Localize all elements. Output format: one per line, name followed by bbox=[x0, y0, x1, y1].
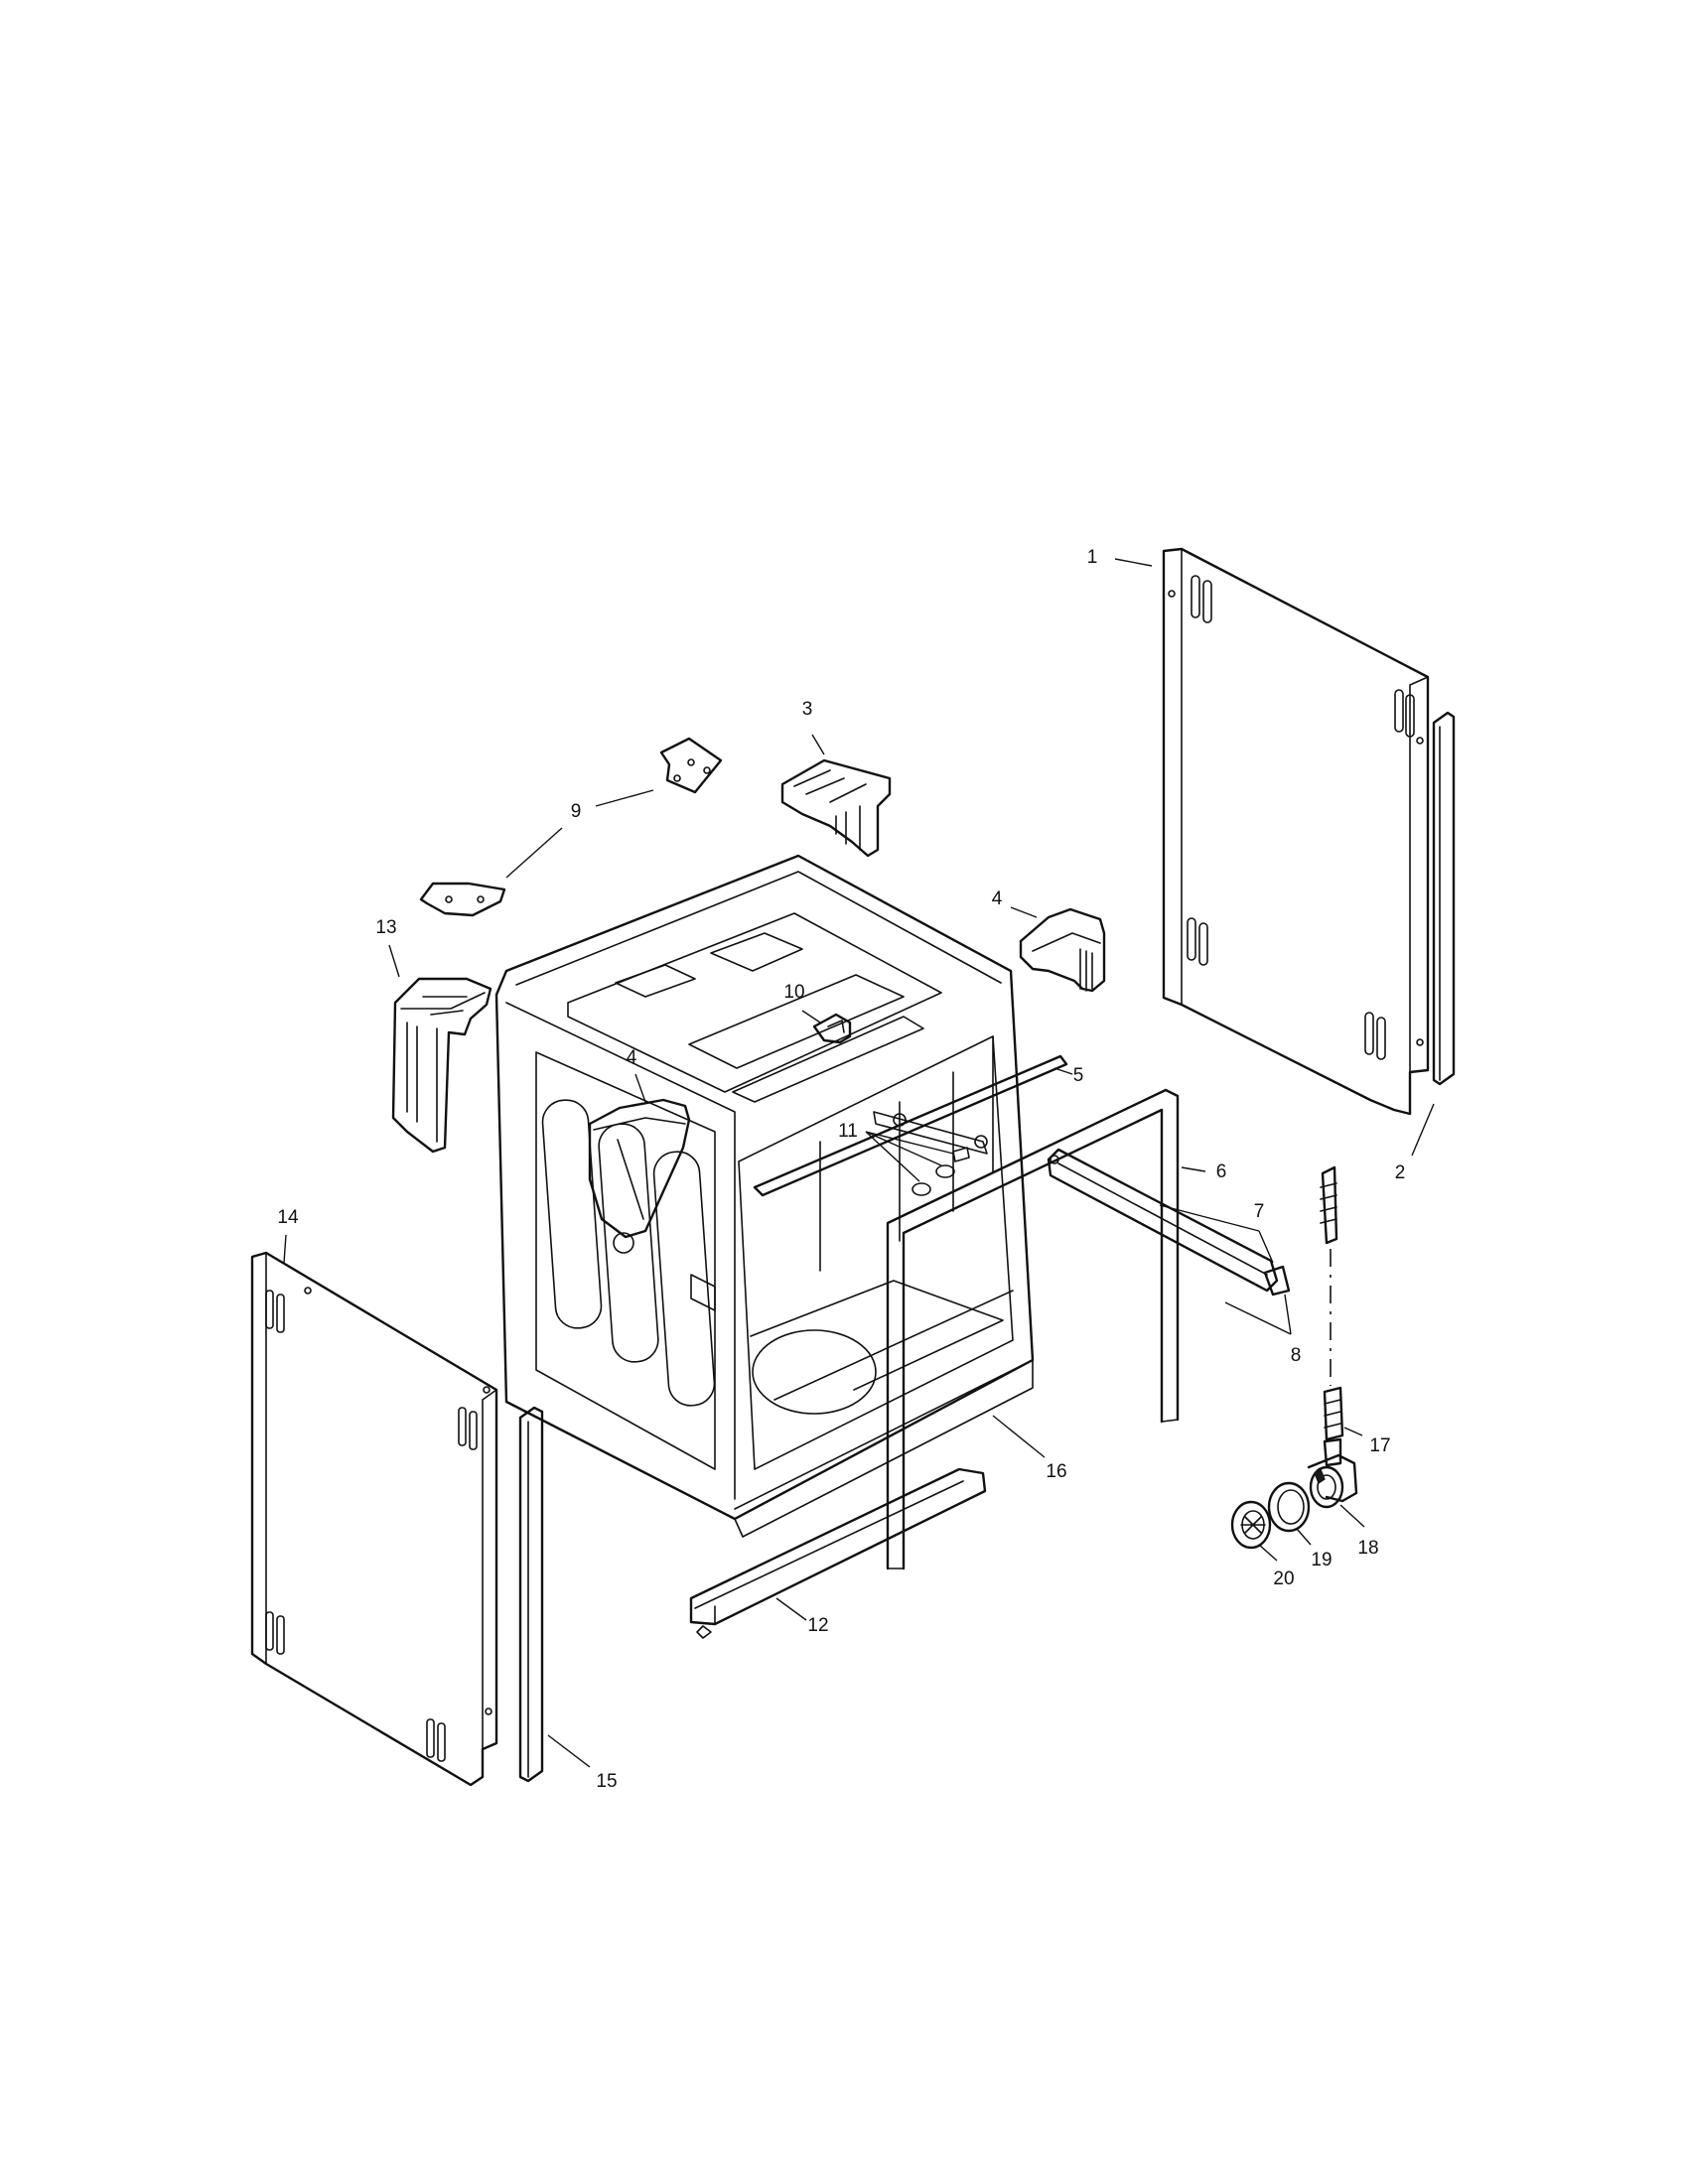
part-13-side-bracket bbox=[391, 977, 492, 1154]
callout-1: 1 bbox=[1087, 547, 1098, 568]
leader-line-12 bbox=[775, 1597, 807, 1621]
part-10-clip bbox=[812, 1013, 852, 1044]
part-9-hinge-bracket-upper bbox=[659, 737, 723, 794]
part-4-corner-bracket-left bbox=[588, 1098, 691, 1239]
part-3-mounting-clip bbox=[780, 758, 892, 858]
callout-10: 10 bbox=[783, 982, 804, 1003]
leader-line-3 bbox=[811, 734, 825, 755]
callout-16: 16 bbox=[1046, 1461, 1066, 1482]
leader-line-15 bbox=[547, 1734, 591, 1768]
leader-line-6 bbox=[1181, 1166, 1206, 1172]
callout-5: 5 bbox=[1073, 1065, 1084, 1086]
leader-line-18 bbox=[1339, 1504, 1365, 1528]
part-17-hose-fitting bbox=[1320, 1165, 1344, 1467]
part-5-frame-bracket bbox=[753, 1054, 1068, 1197]
leader-line-4b bbox=[634, 1073, 646, 1103]
part-18-elbow-fitting bbox=[1307, 1453, 1358, 1509]
leader-line-7-a bbox=[1159, 1204, 1260, 1232]
part-11-screws bbox=[912, 1147, 970, 1196]
callout-12: 12 bbox=[807, 1615, 828, 1636]
leader-line-19 bbox=[1296, 1528, 1312, 1546]
part-16-tub bbox=[494, 854, 1035, 1538]
leader-line-16 bbox=[992, 1415, 1046, 1458]
callout-18: 18 bbox=[1357, 1538, 1378, 1559]
part-9-hinge-bracket-lower bbox=[419, 882, 506, 917]
part-15-left-trim-strip bbox=[518, 1406, 544, 1783]
callout-13: 13 bbox=[375, 917, 396, 938]
leader-line-17 bbox=[1343, 1427, 1363, 1436]
leader-line-8-b bbox=[1284, 1294, 1292, 1335]
leader-line-10 bbox=[801, 1010, 821, 1024]
callout-17: 17 bbox=[1369, 1435, 1390, 1456]
callout-7: 7 bbox=[1254, 1201, 1265, 1222]
leader-line-9-upper bbox=[595, 789, 654, 807]
leader-line-4a bbox=[1010, 906, 1038, 918]
callout-11: 11 bbox=[838, 1121, 858, 1142]
leader-line-11-a bbox=[865, 1131, 920, 1182]
callout-9: 9 bbox=[571, 801, 582, 822]
leader-line-11-c bbox=[865, 1131, 954, 1155]
callout-3: 3 bbox=[802, 699, 813, 720]
leader-line-14 bbox=[283, 1234, 287, 1264]
leader-line-1 bbox=[1114, 558, 1153, 567]
leader-line-11-b bbox=[865, 1131, 942, 1166]
callout-19: 19 bbox=[1311, 1550, 1332, 1570]
part-19-ring bbox=[1267, 1481, 1311, 1533]
leader-line-8-a bbox=[1224, 1301, 1292, 1335]
part-14-left-side-panel bbox=[250, 1251, 498, 1787]
leader-line-9-lower bbox=[505, 827, 563, 879]
leader-line-7-b bbox=[1258, 1230, 1274, 1264]
callout-14: 14 bbox=[277, 1207, 299, 1228]
part-12-bottom-rail bbox=[689, 1467, 987, 1639]
part-20-nut bbox=[1230, 1500, 1272, 1550]
callout-20: 20 bbox=[1273, 1569, 1294, 1589]
part-4-corner-bracket-right bbox=[1019, 907, 1106, 993]
leader-line-5 bbox=[1053, 1067, 1073, 1075]
part-7-spray-arm-rail bbox=[1047, 1148, 1291, 1297]
leader-line-13 bbox=[388, 944, 400, 978]
leader-line-2 bbox=[1411, 1103, 1435, 1157]
callout-15: 15 bbox=[596, 1771, 617, 1792]
callout-4a: 4 bbox=[992, 888, 1003, 909]
part-6-gasket-frame bbox=[886, 1088, 1180, 1570]
part-2-right-trim-strip bbox=[1432, 711, 1456, 1086]
callout-4b: 4 bbox=[627, 1047, 637, 1068]
callout-8: 8 bbox=[1291, 1345, 1302, 1366]
part-1-right-side-panel bbox=[1162, 547, 1430, 1116]
callout-6: 6 bbox=[1216, 1161, 1227, 1182]
callout-2: 2 bbox=[1395, 1162, 1406, 1183]
leader-line-20 bbox=[1258, 1544, 1278, 1562]
